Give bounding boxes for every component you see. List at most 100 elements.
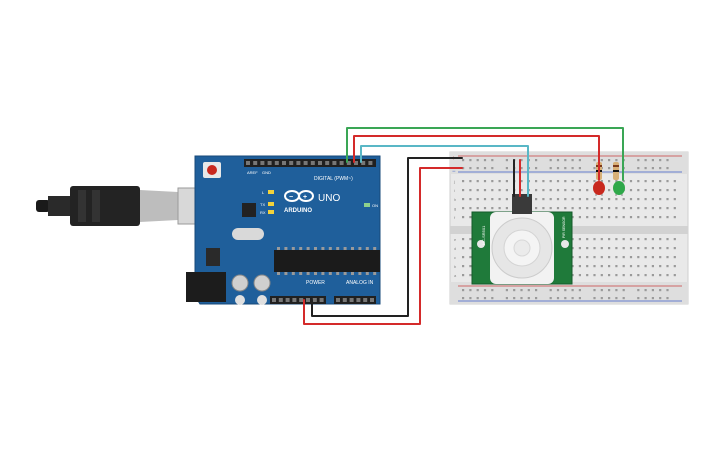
bb-hole: [549, 180, 552, 183]
pir-model-label: HC-SR501: [481, 225, 486, 245]
rail-hole: [556, 297, 560, 300]
bb-hole: [608, 180, 611, 183]
rail-hole: [637, 159, 640, 162]
bb-hole: [476, 180, 479, 183]
wire-green: [346, 127, 624, 181]
rail-hole: [549, 159, 552, 162]
header-pin: [306, 298, 310, 302]
usb-cable: [36, 186, 197, 226]
bb-hole: [600, 265, 603, 268]
bb-hole: [666, 207, 669, 210]
bb-hole: [622, 207, 625, 210]
bb-hole: [469, 189, 472, 192]
chip-pin: [321, 247, 325, 250]
rail-hole: [505, 167, 508, 170]
bb-hole: [666, 265, 669, 268]
bb-hole: [629, 274, 633, 277]
analog-header: [334, 296, 376, 304]
rail-hole: [491, 159, 494, 162]
bb-hole: [505, 198, 508, 201]
rail-hole: [483, 289, 487, 292]
bb-hole: [600, 274, 603, 277]
rail-hole: [556, 167, 560, 170]
arduino-brand-text: ARDUINO: [284, 208, 312, 214]
rail-hole: [491, 167, 494, 170]
chip-pin: [291, 247, 295, 250]
chip-pin: [358, 272, 362, 275]
header-pin: [253, 161, 258, 165]
chip-pin: [343, 272, 347, 275]
chip-pin: [358, 247, 362, 250]
bb-hole: [637, 256, 640, 259]
bb-hole: [673, 265, 676, 268]
bb-hole: [644, 207, 647, 210]
arduino-model-text: UNO: [318, 193, 340, 204]
rail-hole: [600, 289, 603, 292]
bb-hole: [571, 180, 574, 183]
header-pin: [260, 161, 265, 165]
row-letter: c: [454, 255, 456, 260]
row-letter: a: [454, 273, 457, 278]
rail-hole: [637, 297, 640, 300]
rail-hole: [535, 289, 538, 292]
rail-hole: [469, 167, 472, 170]
bb-hole: [666, 198, 669, 201]
bb-hole: [476, 207, 479, 210]
row-letter: b: [454, 264, 457, 269]
bb-hole: [651, 216, 654, 219]
rail-hole: [469, 159, 472, 162]
header-pin: [289, 161, 294, 165]
chip-pin: [284, 272, 288, 275]
rail-hole: [469, 297, 472, 300]
bb-hole: [659, 198, 662, 201]
rail-minus-label: −: [452, 169, 456, 175]
chip-pin: [306, 272, 310, 275]
header-pin: [370, 298, 374, 302]
bb-hole: [586, 189, 589, 192]
chip-pin: [291, 272, 295, 275]
bb-hole: [586, 247, 589, 250]
header-pin: [339, 161, 344, 165]
bb-hole: [520, 189, 523, 192]
bb-hole: [578, 189, 581, 192]
rail-hole: [571, 289, 574, 292]
rail-hole: [483, 167, 487, 170]
bb-hole: [505, 207, 508, 210]
bb-hole: [469, 180, 472, 183]
bb-hole: [673, 274, 676, 277]
chip-pin: [306, 247, 310, 250]
bb-hole: [629, 256, 633, 259]
bb-hole: [651, 207, 654, 210]
bb-hole: [571, 189, 574, 192]
rail-hole: [476, 167, 479, 170]
bb-hole: [600, 207, 603, 210]
bb-hole: [666, 247, 669, 250]
bb-hole: [593, 198, 596, 201]
chip-pin: [299, 247, 303, 250]
rail-hole: [659, 289, 662, 292]
bb-hole: [600, 180, 603, 183]
bb-hole: [469, 274, 472, 277]
bb-hole: [593, 238, 596, 241]
header-pin: [246, 161, 250, 165]
header-pin: [296, 161, 301, 165]
bb-hole: [571, 247, 574, 250]
header-pin: [278, 298, 283, 302]
rail-hole: [637, 167, 640, 170]
bb-hole: [535, 207, 538, 210]
bb-hole: [600, 216, 603, 219]
rail-hole: [469, 289, 472, 292]
rail-hole: [513, 289, 516, 292]
bb-hole: [462, 198, 465, 201]
bb-hole: [491, 189, 494, 192]
bb-hole: [593, 274, 596, 277]
bb-hole: [644, 216, 647, 219]
power-jack: [186, 272, 226, 302]
bb-hole: [608, 207, 611, 210]
bb-hole: [666, 216, 669, 219]
bb-hole: [564, 180, 567, 183]
rail-hole: [666, 159, 669, 162]
bb-hole: [542, 207, 545, 210]
bb-hole: [483, 180, 487, 183]
bb-hole: [651, 265, 654, 268]
